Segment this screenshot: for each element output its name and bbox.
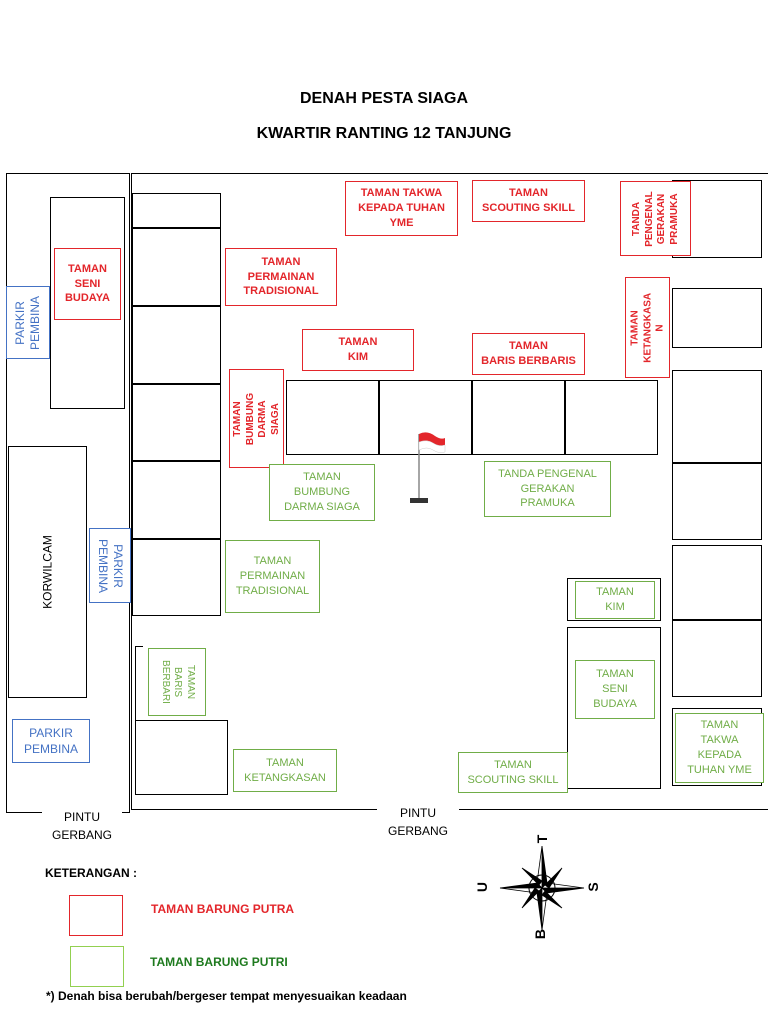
legend-heading: KETERANGAN : [45, 866, 137, 880]
compass-north-label: U [474, 881, 490, 893]
hall-room-1 [286, 380, 379, 455]
korwilcam-building: KORWILCAM [8, 446, 87, 698]
zone-putri-kim: TAMAN KIM [575, 581, 655, 619]
zone-putri-seni-budaya: TAMAN SENI BUDAYA [575, 660, 655, 719]
parking-pembina-3: PARKIR PEMBINA [12, 719, 90, 763]
zone-putri-takwa: TAMAN TAKWA KEPADA TUHAN YME [675, 713, 764, 783]
compass-rose-icon [499, 845, 585, 931]
room-left-6 [132, 539, 221, 616]
compass-east-label: T [534, 834, 550, 844]
room-left-3 [132, 306, 221, 384]
map-subtitle: KWARTIR RANTING 12 TANJUNG [256, 125, 512, 142]
zone-putra-scouting-skill: TAMAN SCOUTING SKILL [472, 180, 585, 222]
room-right-5 [672, 545, 762, 620]
zone-putri-scouting-skill: TAMAN SCOUTING SKILL [458, 752, 568, 793]
gate-center: PINTU GERBANG [377, 804, 459, 840]
zone-putra-baris-berbaris: TAMAN BARIS BERBARIS [472, 333, 585, 375]
zone-putri-tanda-pengenal: TANDA PENGENAL GERAKAN PRAMUKA [484, 461, 611, 517]
compass-west-label: B [532, 928, 548, 940]
parking-pembina-2: PARKIR PEMBINA [89, 528, 131, 603]
zone-putra-permainan-tradisional: TAMAN PERMAINAN TRADISIONAL [225, 248, 337, 306]
map-title: DENAH PESTA SIAGA [299, 90, 468, 107]
zone-putri-baris-berbaris: TAMAN BARIS BERBARI [148, 648, 206, 716]
zone-putri-ketangkasan: TAMAN KETANGKASAN [233, 749, 337, 792]
korwilcam-label: KORWILCAM [40, 535, 54, 609]
room-left-8 [135, 720, 228, 795]
building-left-upper [50, 197, 125, 409]
room-right-2 [672, 288, 762, 348]
zone-putra-bumbung-darma-siaga: TAMAN BUMBUNG DARMA SIAGA [229, 369, 284, 468]
compass-south-label: S [585, 882, 601, 892]
legend-putra-swatch [69, 895, 123, 936]
flag-icon [410, 432, 446, 503]
room-left-5 [132, 461, 221, 539]
gate-left: PINTU GERBANG [42, 808, 122, 844]
parking-pembina-1: PARKIR PEMBINA [6, 286, 50, 359]
legend-note: *) Denah bisa berubah/bergeser tempat me… [46, 989, 407, 1003]
zone-putra-kim: TAMAN KIM [302, 329, 414, 371]
legend-putri-swatch [70, 946, 124, 987]
zone-putri-bumbung-darma-siaga: TAMAN BUMBUNG DARMA SIAGA [269, 464, 375, 521]
zone-putra-seni-budaya: TAMAN SENI BUDAYA [54, 248, 121, 320]
room-right-6 [672, 620, 762, 697]
main-area-top-border [131, 173, 768, 174]
zone-putri-permainan-tradisional: TAMAN PERMAINAN TRADISIONAL [225, 540, 320, 613]
zone-putra-ketangkasan: TAMAN KETANGKASA N [625, 277, 670, 378]
room-left-1 [132, 193, 221, 228]
room-left-4 [132, 384, 221, 461]
legend-putri-label: TAMAN BARUNG PUTRI [150, 955, 288, 969]
zone-putra-tanda-pengenal: TANDA PENGENAL GERAKAN PRAMUKA [620, 181, 691, 256]
zone-putra-takwa: TAMAN TAKWA KEPADA TUHAN YME [345, 181, 458, 236]
room-left-2 [132, 228, 221, 306]
room-right-4 [672, 463, 762, 540]
room-left-7-edge [135, 646, 143, 720]
legend-putra-label: TAMAN BARUNG PUTRA [151, 902, 295, 916]
hall-room-3 [472, 380, 565, 455]
room-right-3 [672, 370, 762, 463]
hall-room-4 [565, 380, 658, 455]
main-area-left-border [131, 173, 132, 810]
